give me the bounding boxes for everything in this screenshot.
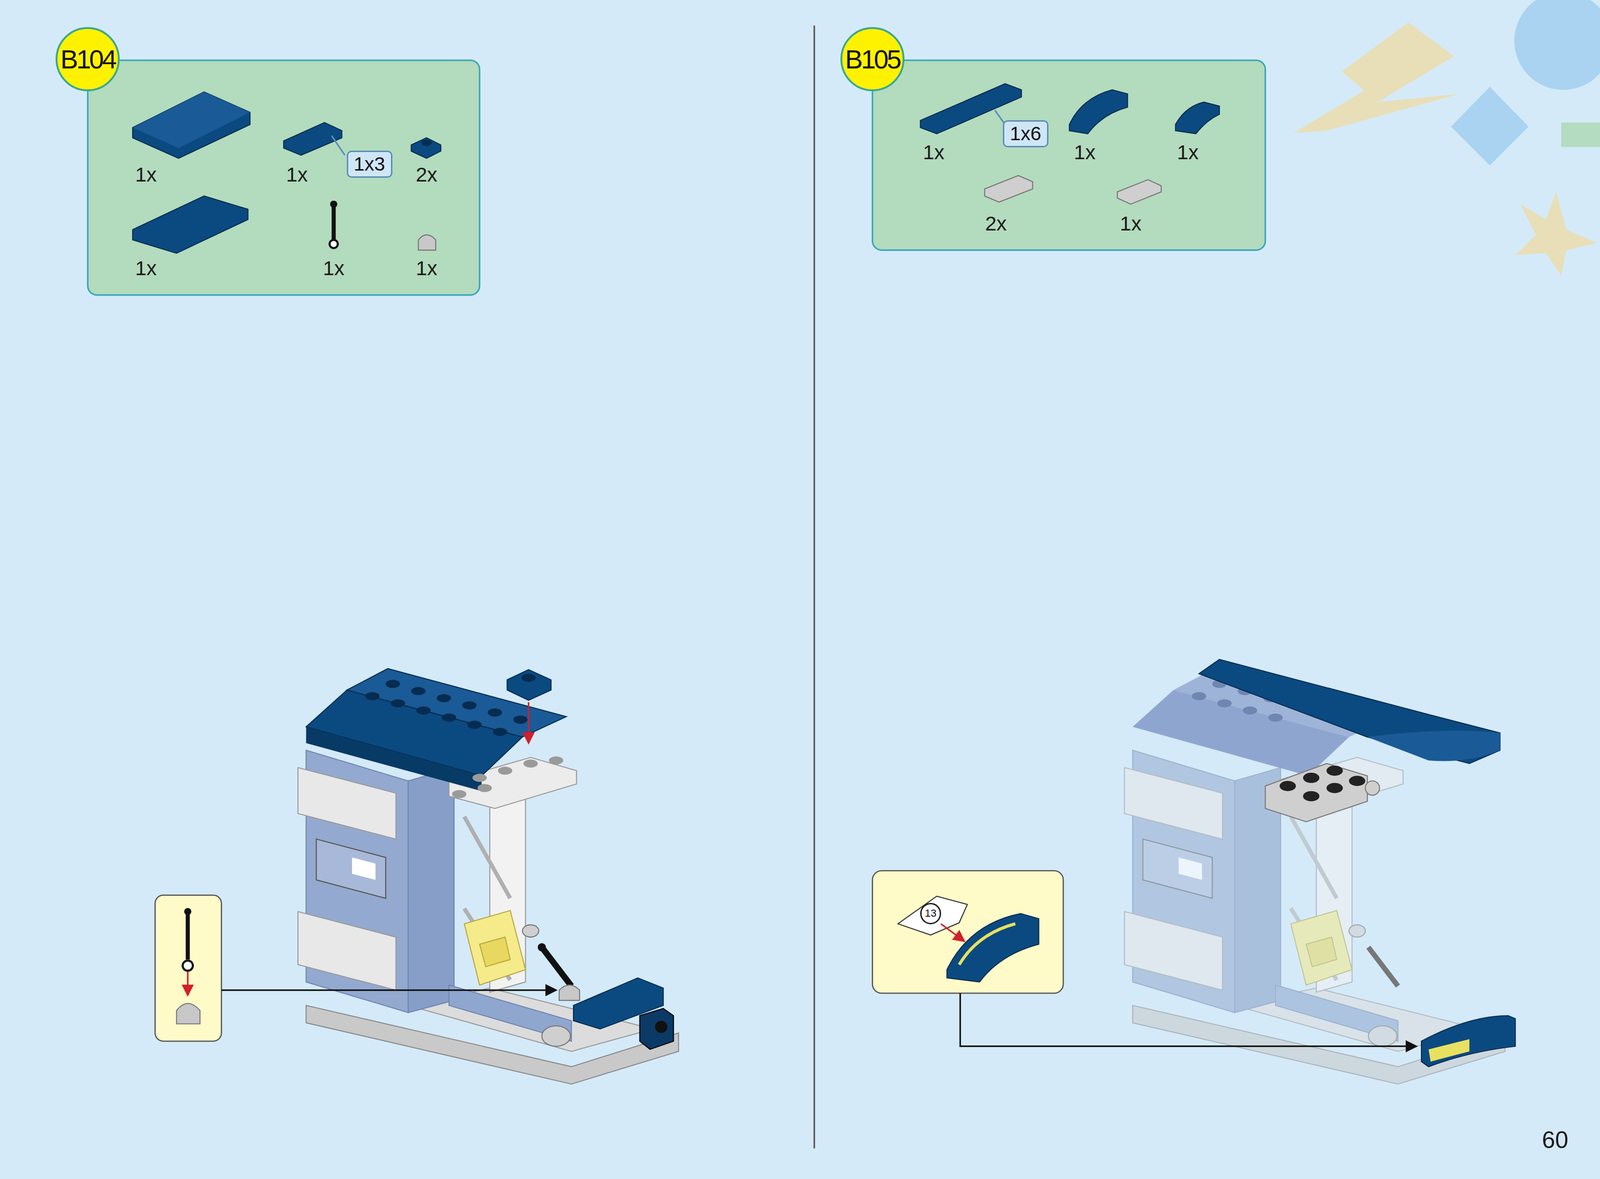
part-count: 1x	[1074, 140, 1096, 164]
part-count: 1x	[134, 162, 157, 187]
sticker-number: 13	[920, 902, 942, 924]
part-count: 2x	[415, 162, 438, 187]
node-text: 13	[924, 906, 937, 920]
size-callout: 1x6	[1002, 120, 1049, 148]
part-count: 1x	[134, 256, 157, 280]
part-count: 1x	[285, 162, 308, 187]
part-count: 1x	[1177, 140, 1199, 164]
node-text: B105	[845, 43, 900, 75]
page-number: 60	[1542, 1125, 1569, 1154]
node-text: 1x6	[1009, 122, 1042, 145]
node-text: 1x3	[353, 152, 386, 176]
part-count: 1x	[923, 140, 945, 164]
step-number: B105	[840, 27, 905, 92]
size-callout: 1x3	[346, 150, 393, 178]
part-count: 1x	[323, 256, 345, 280]
part-count: 2x	[985, 211, 1007, 236]
part-count: 1x	[415, 256, 438, 280]
step-number: B104	[55, 27, 120, 92]
node-text: B104	[60, 43, 115, 75]
part-count: 1x	[1119, 211, 1142, 236]
